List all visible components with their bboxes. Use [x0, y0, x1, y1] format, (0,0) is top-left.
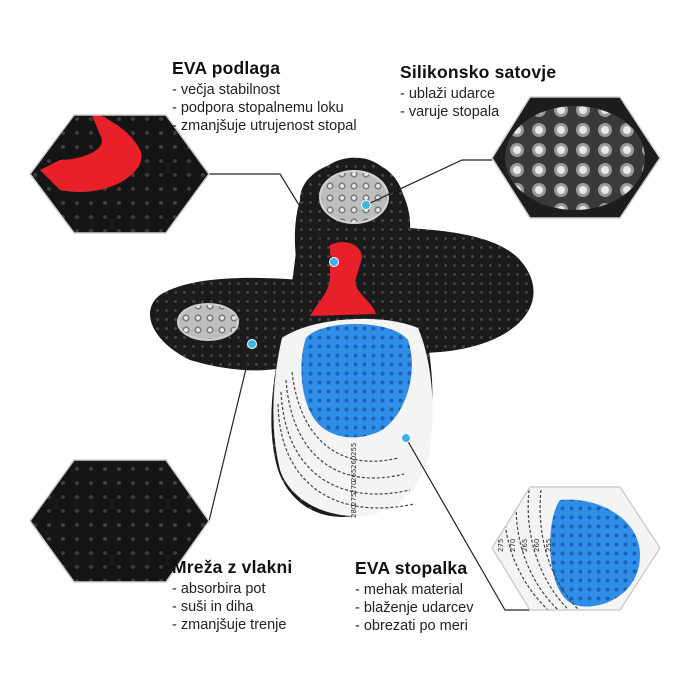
feature-item: zmanjšuje trenje — [172, 616, 293, 634]
size-mark: 265 — [350, 469, 358, 482]
size-mark: 265 — [521, 539, 529, 552]
leader-lines — [208, 159, 530, 611]
size-mark: 255 — [350, 443, 358, 456]
feature-item: zmanjšuje utrujenost stopal — [172, 117, 357, 135]
front-insole: 255 260 265 270 275 280 — [271, 160, 433, 518]
feature-title: Silikonsko satovje — [400, 62, 557, 82]
feature-item: podpora stopalnemu loku — [172, 99, 357, 117]
size-mark: 275 — [497, 539, 505, 552]
feature-title: EVA podlaga — [172, 58, 281, 78]
feature-eva-insole: EVA stopalka mehak material blaženje uda… — [355, 558, 474, 635]
feature-list: ublaži udarce varuje stopala — [400, 85, 556, 121]
size-mark: 270 — [350, 481, 358, 494]
size-mark: 275 — [350, 493, 358, 506]
hex-zoom-eva-insole: 275 270 265 260 255 — [491, 486, 661, 611]
size-mark: 280 — [350, 505, 358, 518]
feature-title: EVA stopalka — [355, 558, 468, 578]
feature-item: varuje stopala — [400, 103, 556, 121]
size-mark: 255 — [545, 539, 553, 552]
feature-item: mehak material — [355, 581, 474, 599]
feature-list: večja stabilnost podpora stopalnemu loku… — [172, 81, 357, 135]
feature-silicone: Silikonsko satovje ublaži udarce varuje … — [400, 62, 556, 121]
size-mark: 270 — [509, 539, 517, 552]
feature-list: absorbira pot suši in diha zmanjšuje tre… — [172, 580, 293, 634]
size-mark: 260 — [533, 539, 541, 552]
feature-item: suši in diha — [172, 598, 293, 616]
feature-title: Mreža z vlakni — [172, 557, 293, 577]
feature-item: obrezati po meri — [355, 617, 474, 635]
feature-mesh: Mreža z vlakni absorbira pot suši in dih… — [172, 557, 293, 634]
pointer-dots — [247, 200, 411, 443]
feature-item: blaženje udarcev — [355, 599, 474, 617]
feature-eva-base: EVA podlaga večja stabilnost podpora sto… — [172, 58, 357, 135]
size-mark: 260 — [350, 456, 358, 469]
feature-item: večja stabilnost — [172, 81, 357, 99]
feature-list: mehak material blaženje udarcev obrezati… — [355, 581, 474, 635]
feature-item: absorbira pot — [172, 580, 293, 598]
feature-item: ublaži udarce — [400, 85, 556, 103]
hex-zoom-mesh — [29, 459, 210, 583]
